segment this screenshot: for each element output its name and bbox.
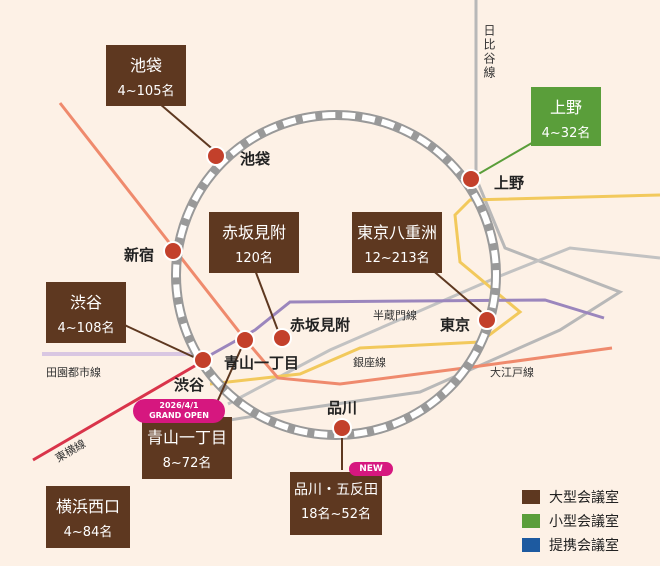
callout-akasaka-capacity: 120名 [235, 251, 273, 266]
callout-ueno-capacity: 4~32名 [541, 126, 591, 141]
station-label-tokyo: 東京 [440, 316, 471, 334]
callout-aoyama-capacity: 8~72名 [162, 456, 212, 471]
station-dot-shinjuku [163, 241, 183, 261]
grand-open-text: GRAND OPEN [149, 411, 209, 420]
line-label-ginza: 銀座線 [353, 356, 386, 369]
legend: 大型会議室 小型会議室 提携会議室 [522, 485, 619, 557]
grand-open-badge: 2026/4/1 GRAND OPEN [133, 399, 225, 423]
callout-yokohama-nishiguchi[interactable]: 横浜西口 4~84名 [46, 486, 130, 548]
line-label-hanzomon: 半蔵門線 [373, 309, 417, 322]
callout-shibuya-capacity: 4~108名 [57, 321, 115, 336]
pointer-akasaka [254, 269, 281, 337]
legend-swatch-small [522, 514, 540, 528]
legend-item-partner: 提携会議室 [522, 533, 619, 557]
station-label-shinagawa: 品川 [327, 399, 358, 417]
toyoko-line [32, 358, 206, 462]
callout-yokohama-name: 横浜西口 [55, 497, 120, 516]
line-label-oedo: 大江戸線 [490, 366, 534, 379]
callout-shibuya-name: 渋谷 [69, 293, 102, 312]
legend-swatch-large [522, 490, 540, 504]
callout-shinagawa-gotanda[interactable]: 品川・五反田 18名~52名 [290, 472, 382, 535]
callout-yokohama-capacity: 4~84名 [63, 525, 113, 540]
legend-item-large: 大型会議室 [522, 485, 619, 509]
callout-ueno-name: 上野 [549, 98, 582, 117]
marunouchi-line [209, 193, 660, 386]
pointer-ueno [474, 139, 538, 177]
station-label-akasaka-mitsuke: 赤坂見附 [290, 316, 351, 334]
station-label-shibuya: 渋谷 [174, 376, 205, 394]
callout-yaesu-name: 東京八重洲 [356, 223, 437, 242]
line-label-denentoshi: 田園都市線 [46, 366, 101, 379]
legend-label-partner: 提携会議室 [549, 538, 619, 554]
station-dot-ikebukuro [206, 146, 226, 166]
pointer-yaesu [429, 267, 487, 317]
callout-ikebukuro[interactable]: 池袋 4~105名 [106, 45, 186, 106]
callout-akasaka-mitsuke[interactable]: 赤坂見附 120名 [209, 212, 299, 273]
grand-open-date: 2026/4/1 [159, 401, 199, 410]
legend-swatch-partner [522, 538, 540, 552]
callout-aoyama-itchome[interactable]: 青山一丁目 8~72名 [142, 417, 232, 479]
callout-shinagawa-capacity: 18名~52名 [301, 507, 371, 522]
callout-akasaka-name: 赤坂見附 [221, 223, 286, 242]
pointer-ikebukuro [159, 103, 217, 153]
pointer-shibuya [117, 321, 201, 361]
callout-ikebukuro-capacity: 4~105名 [117, 84, 175, 99]
callout-shibuya[interactable]: 渋谷 4~108名 [46, 282, 126, 343]
station-dot-shinagawa [332, 418, 352, 438]
callout-yaesu-capacity: 12~213名 [364, 251, 430, 266]
station-dot-shibuya [193, 350, 213, 370]
legend-label-small: 小型会議室 [549, 514, 619, 530]
callout-shinagawa-name: 品川・五反田 [294, 482, 378, 498]
line-label-hibiya: 日比谷線 [482, 24, 496, 80]
station-label-aoyama-itchome: 青山一丁目 [224, 354, 300, 372]
station-dot-tokyo [477, 310, 497, 330]
legend-item-small: 小型会議室 [522, 509, 619, 533]
new-badge: NEW [349, 462, 393, 476]
station-label-ikebukuro: 池袋 [240, 150, 271, 168]
station-dot-ueno [461, 169, 481, 189]
station-label-ueno: 上野 [494, 174, 525, 192]
legend-label-large: 大型会議室 [549, 490, 619, 506]
hibiya-line [179, 0, 624, 422]
callout-aoyama-name: 青山一丁目 [146, 428, 227, 447]
callout-tokyo-yaesu[interactable]: 東京八重洲 12~213名 [352, 212, 442, 273]
station-label-shinjuku: 新宿 [124, 246, 155, 264]
callout-ikebukuro-name: 池袋 [129, 56, 162, 75]
callout-ueno[interactable]: 上野 4~32名 [531, 87, 601, 146]
station-dot-aoyama [235, 330, 255, 350]
station-dot-akasaka [272, 328, 292, 348]
